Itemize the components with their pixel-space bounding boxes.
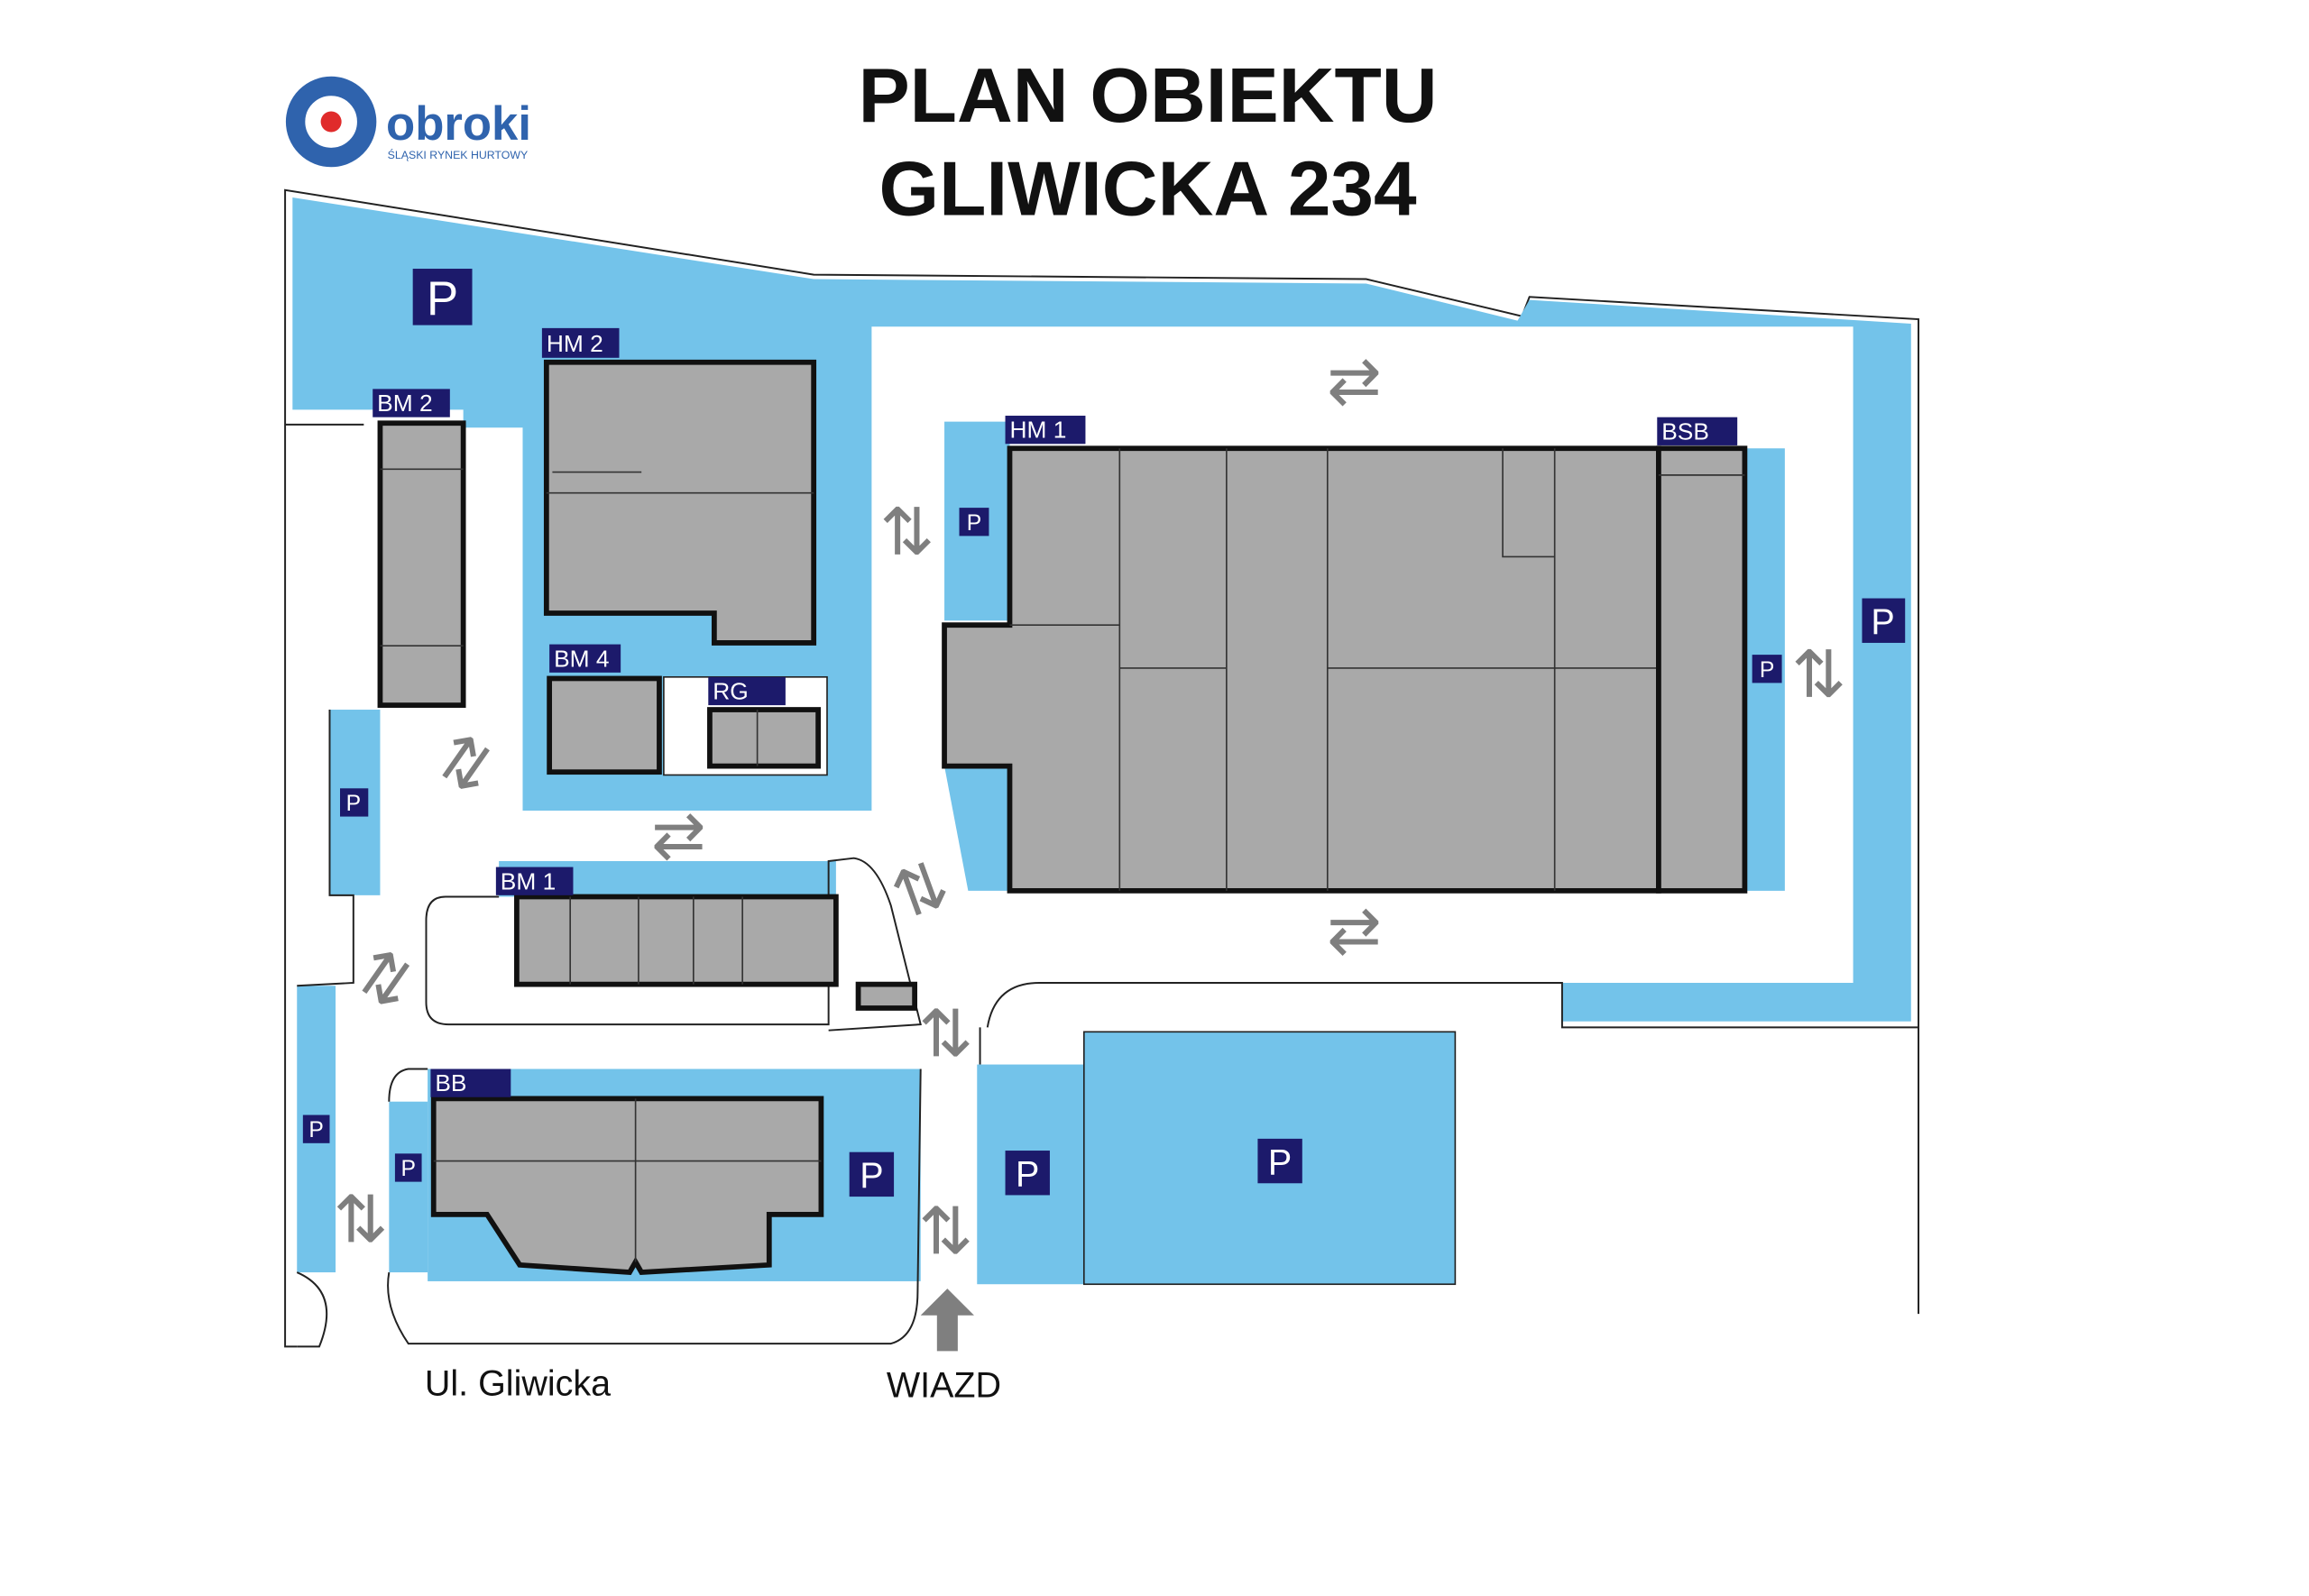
svg-text:BM 1: BM 1 <box>501 867 556 894</box>
building-bb <box>430 1096 824 1276</box>
road-curb-west <box>285 423 364 1348</box>
building-bm4 <box>547 675 662 775</box>
two-way-arrow-icon: ⇅ <box>1791 637 1846 713</box>
svg-text:P: P <box>1016 1155 1039 1195</box>
parking-sign-north: P <box>412 269 473 326</box>
svg-text:P: P <box>427 272 458 326</box>
building-hm2 <box>543 359 817 646</box>
building-rg <box>707 707 821 769</box>
svg-text:P: P <box>400 1157 415 1181</box>
logo-tagline: ŚLĄSKI RYNEK HURTOWY <box>388 148 529 161</box>
two-way-arrow-icon: ⇄ <box>1327 344 1382 419</box>
site-boundary <box>284 188 1920 1348</box>
svg-text:P: P <box>967 511 981 536</box>
page-title-line2: GLIWICKA 234 <box>879 146 1418 233</box>
svg-text:HM 1: HM 1 <box>1009 417 1066 444</box>
parking-sign-west-1: P <box>340 788 369 817</box>
two-way-arrow-icon: ⇅ <box>918 1195 973 1270</box>
two-way-arrow-icon: ⇄ <box>1327 893 1382 968</box>
street-label: Ul. Gliwicka <box>425 1364 611 1404</box>
building-bm2 <box>377 420 466 708</box>
svg-text:P: P <box>308 1118 323 1142</box>
label-bsb: BSB <box>1657 417 1738 445</box>
svg-text:P: P <box>346 792 361 816</box>
parking-sign-west-2: P <box>302 1114 330 1143</box>
logo-dot-icon <box>320 111 342 133</box>
svg-text:P: P <box>1871 602 1894 642</box>
two-way-arrow-icon: ⇄ <box>651 798 706 874</box>
two-way-arrow-icon: ⇅ <box>420 718 509 812</box>
svg-text:HM 2: HM 2 <box>547 330 603 357</box>
parking-area-west-3 <box>389 1101 428 1273</box>
road-curb-bb <box>387 1068 922 1345</box>
building-bm1 <box>514 894 839 987</box>
logo-ring-icon <box>285 76 377 168</box>
label-rg: RG <box>708 676 786 706</box>
svg-text:RG: RG <box>713 678 748 705</box>
parking-area-hm1-southwest <box>944 766 1010 891</box>
parking-sign-bb: P <box>849 1151 895 1197</box>
svg-text:P: P <box>1760 658 1774 683</box>
label-bb: BB <box>430 1069 511 1097</box>
svg-text:BM 2: BM 2 <box>377 390 432 417</box>
logo-name: obroki <box>386 97 531 151</box>
entrance-arrow-icon <box>920 1289 974 1352</box>
road-curb-east <box>979 982 1919 1065</box>
building-hm1 <box>942 445 1661 894</box>
road-curb-bm1 <box>425 857 922 1032</box>
label-bm4: BM 4 <box>549 644 621 673</box>
svg-text:BSB: BSB <box>1661 417 1709 445</box>
svg-text:P: P <box>860 1156 883 1196</box>
label-bm1: BM 1 <box>495 867 574 895</box>
kiosk <box>855 981 918 1011</box>
parking-sign-hm1: P <box>959 508 989 537</box>
parking-sign-southeast: P <box>1257 1138 1302 1184</box>
obroki-logo: obroki ŚLĄSKI RYNEK HURTOWY <box>285 76 531 168</box>
svg-text:BB: BB <box>435 1069 466 1096</box>
entrance-label: WIAZD <box>887 1365 1001 1405</box>
label-hm2: HM 2 <box>541 327 620 358</box>
label-hm1: HM 1 <box>1005 416 1086 445</box>
two-way-arrow-icon: ⇅ <box>882 846 960 936</box>
parking-sign-entrance: P <box>1005 1151 1050 1196</box>
parking-sign-east: P <box>1862 598 1906 643</box>
parking-sign-west-3: P <box>394 1153 422 1182</box>
label-bm2: BM 2 <box>373 389 450 417</box>
svg-text:BM 4: BM 4 <box>554 645 609 672</box>
two-way-arrow-icon: ⇅ <box>334 1182 389 1258</box>
two-way-arrow-icon: ⇅ <box>918 997 973 1073</box>
building-bsb <box>1656 445 1748 894</box>
svg-text:P: P <box>1268 1142 1292 1182</box>
page-title-line1: PLAN OBIEKTU <box>859 52 1438 139</box>
parking-sign-bsb: P <box>1752 655 1782 683</box>
two-way-arrow-icon: ⇅ <box>880 495 935 571</box>
